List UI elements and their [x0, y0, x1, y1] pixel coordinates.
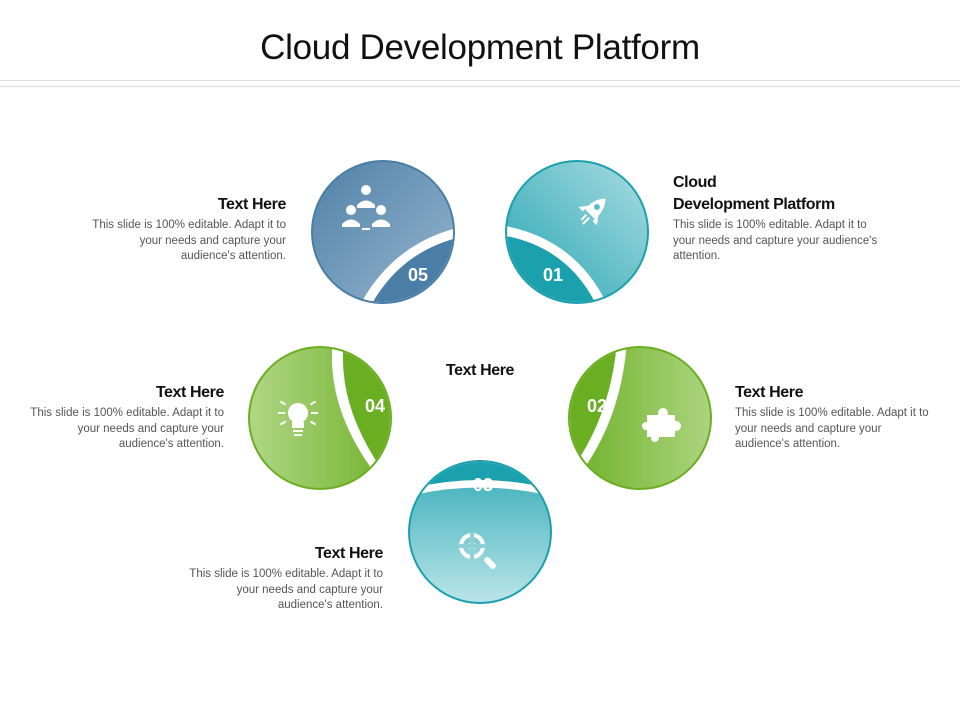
team-icon: [342, 185, 390, 230]
step-03-heading: Text Here: [314, 545, 384, 562]
puzzle-icon: [642, 408, 681, 442]
step-02-circle: 02: [568, 346, 712, 490]
step-03-text: Text Here This slide is 100% editable. A…: [183, 543, 383, 614]
step-02-heading: Text Here: [735, 384, 804, 401]
step-04-circle: 04: [248, 346, 392, 490]
step-05-circle: 05: [311, 160, 455, 304]
step-01-circle: 01: [505, 160, 649, 304]
step-02-text: Text Here This slide is 100% editable. A…: [735, 382, 935, 453]
step-01-heading-line2: Development Platform: [673, 196, 835, 213]
center-label: Text Here: [445, 362, 515, 379]
step-04-text: Text Here This slide is 100% editable. A…: [24, 382, 224, 453]
step-03-circle: 03: [408, 460, 552, 604]
step-02-body: This slide is 100% editable. Adapt it to…: [735, 407, 929, 450]
search-target-icon: [458, 532, 496, 569]
step-01-body: This slide is 100% editable. Adapt it to…: [673, 219, 878, 262]
svg-text:04: 04: [365, 396, 385, 416]
lightbulb-icon: [278, 400, 318, 436]
svg-text:01: 01: [543, 265, 563, 285]
step-05-body: This slide is 100% editable. Adapt it to…: [92, 219, 286, 262]
page-title: Cloud Development Platform: [260, 28, 700, 67]
title-divider-top: [0, 80, 960, 81]
title-divider-bottom: [0, 86, 960, 87]
step-03-body: This slide is 100% editable. Adapt it to…: [189, 568, 383, 611]
step-05-text: Text Here This slide is 100% editable. A…: [86, 194, 286, 265]
svg-text:05: 05: [408, 265, 428, 285]
step-01-heading-line1: Cloud: [673, 174, 717, 191]
step-04-body: This slide is 100% editable. Adapt it to…: [30, 407, 224, 450]
step-05-heading: Text Here: [217, 196, 287, 213]
step-04-heading: Text Here: [155, 384, 225, 401]
svg-text:03: 03: [473, 475, 493, 495]
svg-text:02: 02: [587, 396, 607, 416]
rocket-icon: [578, 198, 606, 226]
step-01-text: Cloud Development Platform This slide is…: [673, 172, 878, 265]
